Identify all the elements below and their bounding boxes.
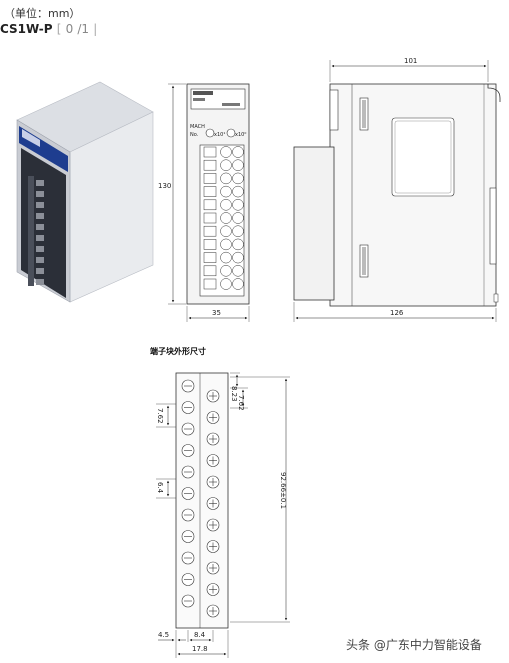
terminal-title: 端子块外形尺寸 <box>150 346 206 356</box>
screw-icon <box>232 238 244 251</box>
tb-dim-total-height: 92.66±0.1 <box>279 472 287 509</box>
terminal-tab <box>203 186 217 197</box>
model-mid: 0 <box>65 22 74 36</box>
screw-icon <box>232 265 244 277</box>
screw-icon <box>232 159 244 171</box>
terminal-tab <box>203 199 217 211</box>
side-depth-bottom-label: 126 <box>390 309 404 317</box>
terminal-tab <box>203 146 217 158</box>
side-view: 101 126 <box>293 57 501 322</box>
rotary-switch-icon <box>226 128 236 138</box>
tb-dim-left-small: 6.4 <box>156 482 164 494</box>
terminal-block-drawing: 端子块外形尺寸 8.23 7.62 7.62 6.4 92.66±0.1 <box>150 346 290 658</box>
tb-dim-bottom-2: 8.4 <box>194 631 206 639</box>
terminal-tab <box>203 212 217 224</box>
screw-icon <box>232 172 244 185</box>
terminal-tab <box>203 159 217 171</box>
terminal-tab <box>203 278 217 290</box>
screw-icon <box>232 212 244 224</box>
tb-dim-bottom-total: 17.8 <box>192 645 208 653</box>
knob-label-1: x10¹ <box>214 132 225 138</box>
model-suffix: /1 <box>77 22 90 36</box>
screw-icon <box>220 199 232 211</box>
model-number: CS1W-P [ 0 /1 | <box>0 22 98 36</box>
screw-icon <box>220 278 232 290</box>
tb-dim-top-1: 8.23 <box>230 386 238 402</box>
front-width-label: 35 <box>212 309 221 317</box>
watermark: 头条 @广东中力智能设备 <box>346 638 482 652</box>
terminal-tab <box>203 239 217 250</box>
screw-icon <box>232 225 244 237</box>
terminal-tab <box>203 225 217 237</box>
front-panel-text-2: No. <box>190 132 199 138</box>
screw-icon <box>232 185 244 198</box>
screw-icon <box>232 251 244 264</box>
terminal-tab <box>203 252 217 263</box>
tb-dim-bottom-1: 4.5 <box>158 631 169 639</box>
screw-icon <box>220 225 232 237</box>
screw-icon <box>232 146 244 158</box>
screw-icon <box>220 251 232 264</box>
front-view: MACH No. x10¹ x10⁰ 130 35 <box>158 83 250 322</box>
screw-icon <box>220 212 232 224</box>
screw-icon <box>232 278 244 290</box>
tb-dim-left-pitch: 7.62 <box>156 408 164 424</box>
rotary-switch-icon <box>205 128 215 138</box>
screw-icon <box>220 238 232 251</box>
front-height-label: 130 <box>158 182 171 190</box>
product-photo <box>16 81 154 303</box>
terminal-tab <box>203 265 217 277</box>
knob-label-2: x10⁰ <box>235 132 246 138</box>
side-depth-top-label: 101 <box>404 57 417 65</box>
tb-dim-top-2: 7.62 <box>237 395 245 411</box>
screw-icon <box>220 159 232 171</box>
terminal-tab <box>203 173 217 184</box>
screw-icon <box>220 172 232 185</box>
screw-icon <box>220 265 232 277</box>
screw-icon <box>220 185 232 198</box>
front-panel-text-1: MACH <box>190 124 205 130</box>
screw-icon <box>220 146 232 158</box>
model-prefix: CS1W-P <box>0 22 53 36</box>
unit-note: （单位：mm） <box>4 7 81 20</box>
screw-icon <box>232 199 244 211</box>
